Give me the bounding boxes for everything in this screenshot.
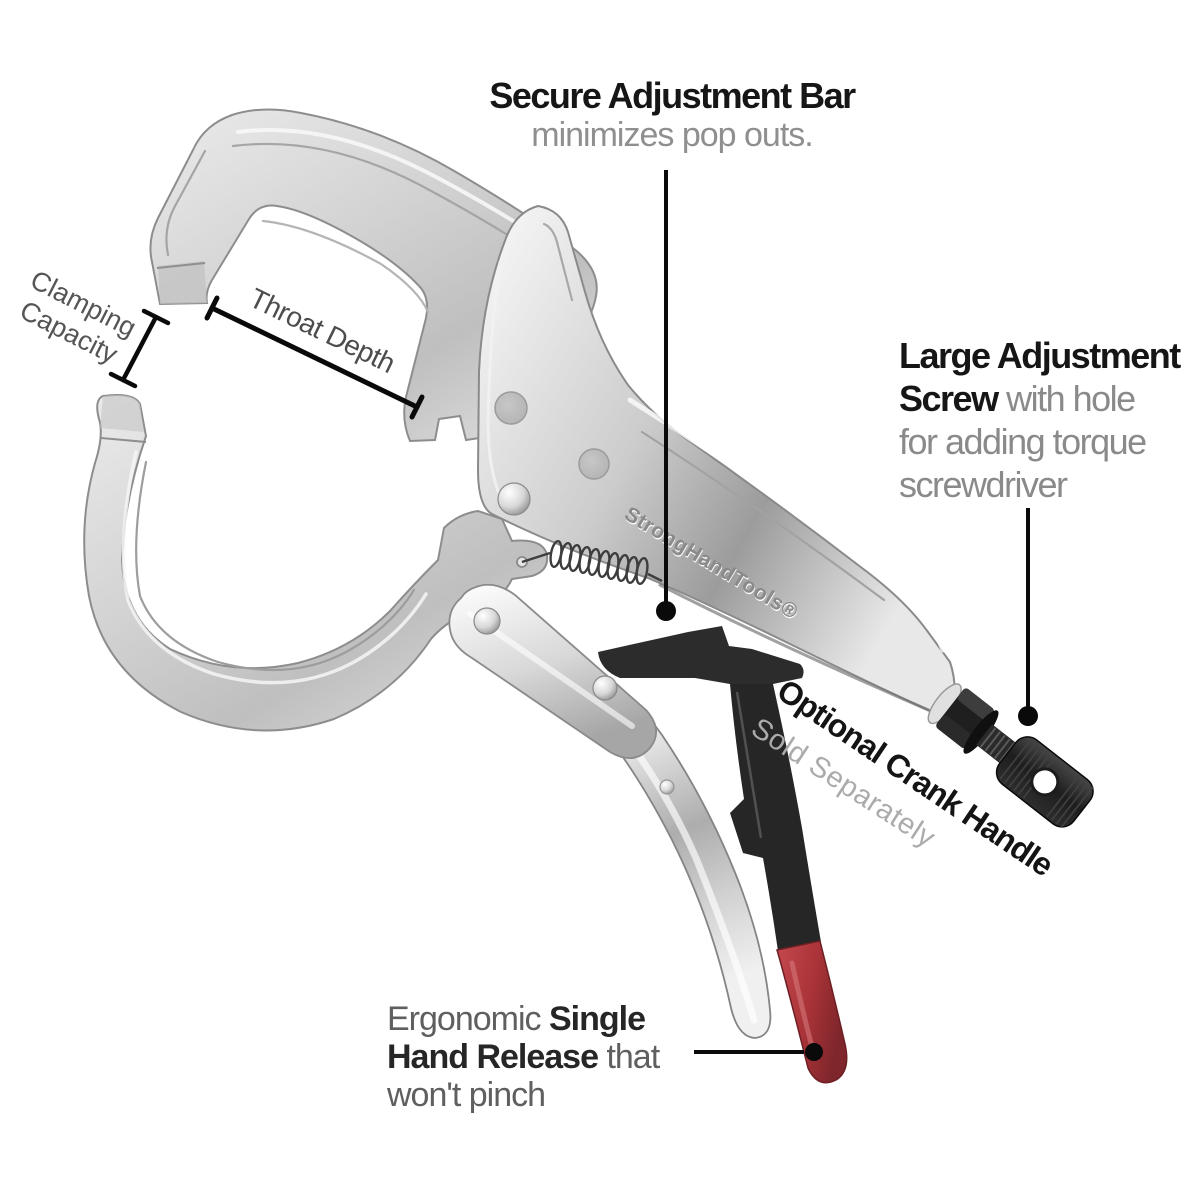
trigger-bar: [730, 684, 821, 951]
toggle-link: [448, 583, 657, 759]
handle-bottom-shadow: [658, 583, 935, 714]
lower-jaw-pad-seam: [100, 437, 147, 443]
screw-line-3: for adding torque: [899, 421, 1147, 462]
lower-jaw-ridge: [135, 460, 416, 672]
screw-line-2: Screw with hole: [899, 378, 1136, 419]
dome-rivet-link-lower: [592, 675, 618, 701]
lower-jaw: [83, 394, 549, 732]
upper-jaw-pad-seam: [156, 262, 206, 269]
head-plate-left-highlight: [486, 260, 504, 502]
callout-dot-screw: [1018, 706, 1038, 726]
dome-rivet-jaw-pivot: [497, 482, 531, 516]
lower-jaw-ridge-highlight: [121, 450, 428, 685]
flat-rivet-upper: [494, 391, 528, 425]
screw-flange: [963, 710, 999, 754]
screw-hole: [1030, 767, 1060, 797]
red-grip-tip: [776, 940, 848, 1084]
callout-dot-secure: [656, 601, 676, 621]
head-plate-ridge: [542, 222, 574, 302]
callout-single-hand-release: Ergonomic Single Hand Release that won't…: [387, 1000, 660, 1114]
callout-dot-release: [805, 1043, 823, 1061]
hex-nut: [936, 688, 994, 749]
spring: [521, 539, 663, 586]
trigger-bar-highlight: [735, 691, 763, 839]
toggle-link-highlight: [467, 611, 635, 729]
c-frame-ridge-arm: [165, 149, 207, 257]
spring-hook-right: [647, 572, 663, 583]
release-line-2: Hand Release that: [387, 1038, 660, 1076]
release-line-3: won't pinch: [387, 1076, 546, 1114]
secure-title: Secure Adjustment Bar: [489, 75, 856, 116]
callout-large-adjustment-screw: Large Adjustment Screw with hole for add…: [899, 334, 1181, 506]
trigger-plate: [598, 626, 804, 684]
upper-jaw-pad: [158, 261, 207, 304]
adjustment-screw: [927, 683, 1094, 829]
release-trigger: [598, 626, 848, 1084]
throat-depth-measure: [204, 295, 425, 420]
handle-top-highlight: [627, 397, 946, 653]
rivets: [473, 391, 675, 795]
flat-rivet-lower: [578, 448, 610, 480]
measure-lines: [108, 295, 425, 420]
dome-rivet-link-upper: [473, 607, 501, 635]
clamping-capacity-measure: [108, 308, 171, 389]
c-frame-ridge-inner: [261, 219, 430, 314]
small-rivet-release-handle: [659, 779, 675, 795]
screw-line-1: Large Adjustment: [899, 335, 1181, 376]
callout-lines: [656, 170, 1038, 1061]
knurled-screw-head: [995, 736, 1094, 829]
release-line-1: Ergonomic Single: [387, 1000, 646, 1038]
secure-subtitle: minimizes pop outs.: [531, 116, 813, 154]
callout-secure-adjustment-bar: Secure Adjustment Bar minimizes pop outs…: [489, 75, 856, 155]
handle-body: StrongHandTools® StrongHandTools®: [476, 204, 956, 714]
handle-channel-ridge: [640, 430, 886, 602]
spring-hook-left: [521, 551, 551, 564]
screw-line-4: screwdriver: [899, 464, 1068, 505]
lower-jaw-pad: [100, 395, 144, 432]
